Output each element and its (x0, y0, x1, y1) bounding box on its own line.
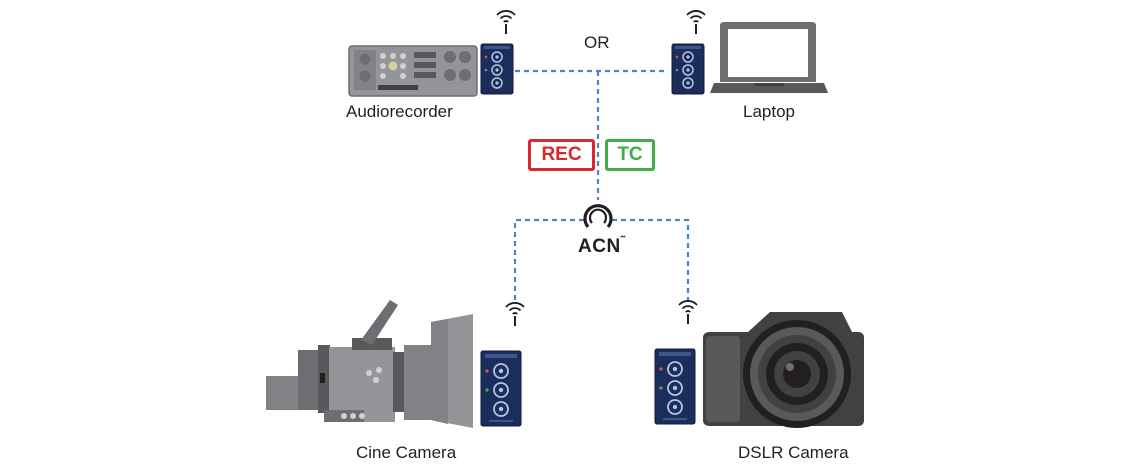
cine-camera-icon (266, 300, 473, 428)
acn-mark: ˜ (620, 233, 626, 248)
acn-text: ACN (578, 236, 621, 257)
timecode-transceiver-icon (480, 350, 522, 427)
network-links (513, 69, 690, 300)
dslr-camera-icon (703, 312, 864, 428)
acn-logo-icon (583, 204, 613, 229)
audiorecorder-icon (348, 45, 478, 97)
laptop-icon (710, 22, 828, 93)
timecode-transceiver-icon (654, 348, 696, 425)
or-label: OR (584, 33, 610, 52)
wifi-signal-icon (496, 9, 516, 35)
wifi-signal-icon (686, 9, 706, 35)
dslr-camera-label: DSLR Camera (738, 443, 849, 462)
timecode-transceiver-icon (480, 43, 514, 95)
wifi-signal-icon (505, 301, 525, 327)
rec-badge: REC (528, 139, 595, 171)
cine-camera-label: Cine Camera (356, 443, 457, 462)
audiorecorder-label: Audiorecorder (346, 102, 453, 121)
timecode-transceiver-icon (671, 43, 705, 95)
wifi-signal-icon (678, 299, 698, 325)
laptop-label: Laptop (743, 102, 795, 121)
acn-label: ACN˜ (578, 233, 626, 258)
tc-badge: TC (605, 139, 655, 171)
